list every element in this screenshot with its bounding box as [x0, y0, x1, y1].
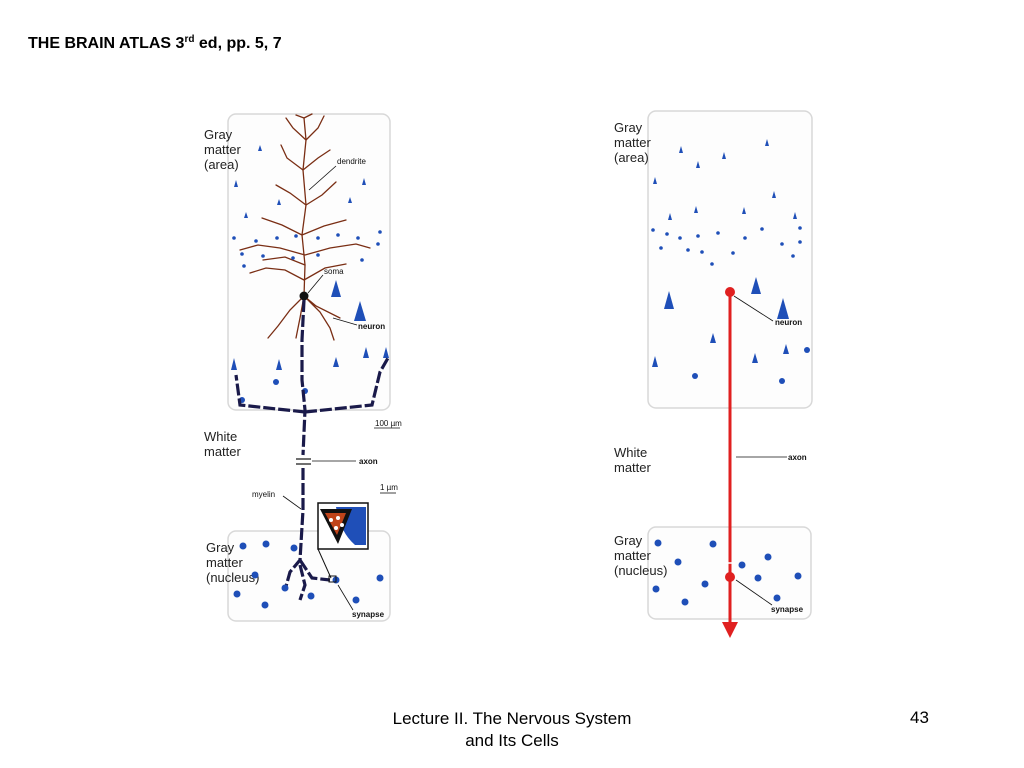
slide-title: THE BRAIN ATLAS 3rd ed, pp. 5, 7 — [28, 34, 282, 53]
left-gray-nucleus-line2: matter — [206, 555, 244, 570]
right-gray-nucleus-line1: Gray — [614, 533, 643, 548]
myelin-label: myelin — [252, 490, 275, 499]
title-prefix: THE BRAIN ATLAS 3 — [28, 35, 185, 52]
left-neuron-label: neuron — [358, 322, 385, 331]
page-number: 43 — [910, 708, 929, 727]
right-axon-label: axon — [788, 453, 807, 462]
left-white-matter-label: White matter — [204, 429, 242, 459]
left-white-line1: White — [204, 429, 237, 444]
slide-footer: Lecture II. The Nervous System and Its C… — [352, 708, 672, 752]
footer-line-1: Lecture II. The Nervous System — [392, 709, 632, 728]
left-white-line2: matter — [204, 444, 242, 459]
right-gray-area-line2: matter — [614, 135, 652, 150]
scale-1um-label: 1 µm — [380, 483, 398, 492]
left-gray-area-label: Gray matter (area) — [204, 127, 244, 172]
right-callout-lines — [733, 295, 787, 606]
right-white-line2: matter — [614, 460, 652, 475]
right-gray-area-line3: (area) — [614, 150, 649, 165]
left-axon-label: axon — [359, 457, 378, 466]
left-gray-area-line3: (area) — [204, 157, 239, 172]
left-callout-lines — [282, 165, 400, 611]
dendrite-label: dendrite — [337, 157, 366, 166]
scale-100um-label: 100 µm — [375, 419, 402, 428]
right-synapse-label: synapse — [771, 605, 804, 614]
dendrite-tree — [239, 113, 371, 341]
synapse-inset — [317, 502, 369, 583]
soma — [299, 291, 309, 301]
left-upper-cells — [231, 145, 389, 403]
left-gray-nucleus-line3: (nucleus) — [206, 570, 259, 585]
title-superscript: rd — [184, 34, 195, 45]
title-suffix: ed, pp. 5, 7 — [194, 35, 282, 52]
left-panel: Gray matter (area) White matter Gray mat… — [204, 113, 402, 622]
right-gray-nucleus-line3: (nucleus) — [614, 563, 667, 578]
right-panel: Gray matter (area) White matter Gray mat… — [614, 110, 813, 638]
right-gray-nucleus-label: Gray matter (nucleus) — [614, 533, 667, 578]
left-gray-area-line1: Gray — [204, 127, 233, 142]
myelinated-axon — [234, 299, 390, 601]
right-white-matter-label: White matter — [614, 445, 652, 475]
red-axon — [722, 287, 738, 638]
right-upper-cells — [651, 139, 810, 384]
left-gray-nucleus-label: Gray matter (nucleus) — [206, 540, 259, 585]
right-nucleus-cells — [652, 539, 802, 606]
right-gray-area-line1: Gray — [614, 120, 643, 135]
left-synapse-label: synapse — [352, 610, 385, 619]
right-neuron-label: neuron — [775, 318, 802, 327]
right-white-line1: White — [614, 445, 647, 460]
left-gray-nucleus-line1: Gray — [206, 540, 235, 555]
left-gray-area-line2: matter — [204, 142, 242, 157]
right-gray-area-label: Gray matter (area) — [614, 120, 654, 165]
right-gray-nucleus-line2: matter — [614, 548, 652, 563]
footer-line-2: and Its Cells — [465, 731, 559, 750]
soma-label: soma — [324, 267, 344, 276]
